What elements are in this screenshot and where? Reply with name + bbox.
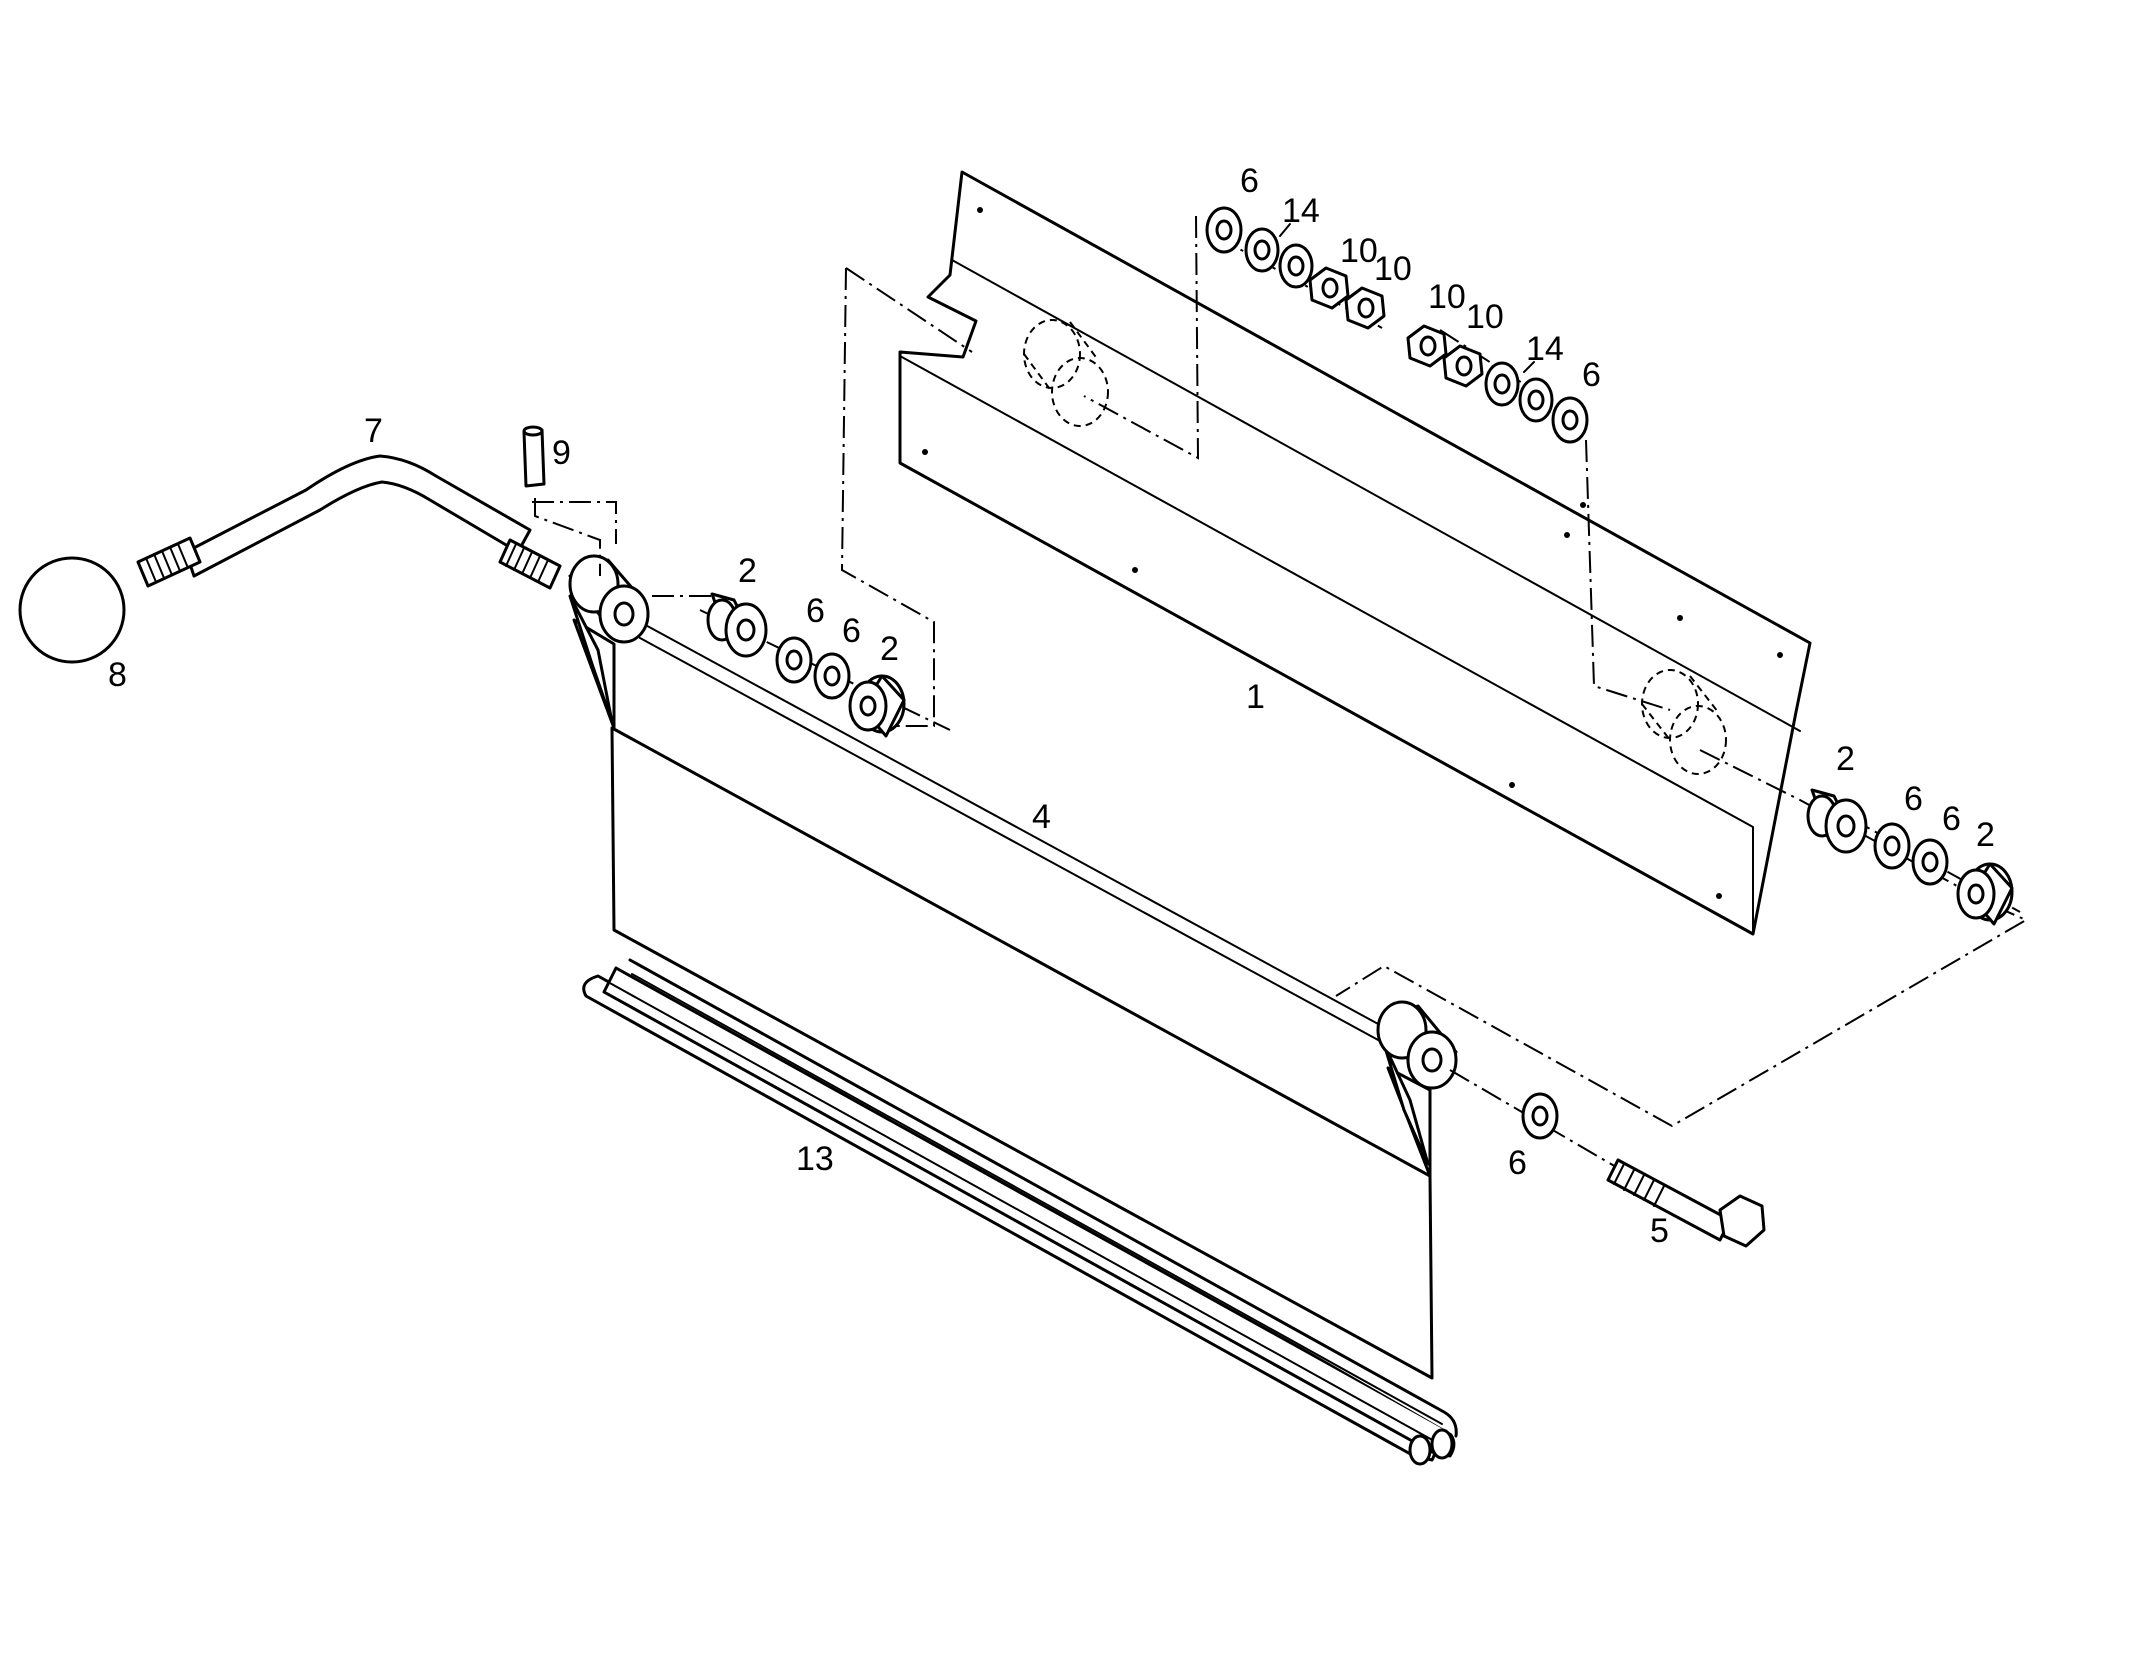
nut-a (1308, 266, 1350, 310)
callout-spacer-upper-left: 2 (738, 552, 757, 590)
callout-lever-rod: 7 (364, 412, 383, 450)
callout-plate: 1 (1246, 678, 1265, 716)
profile-strip (582, 958, 1458, 1466)
callout-washer-b: 6 (842, 612, 861, 650)
callout-washer-f: 6 (1942, 800, 1961, 838)
washer-e (1873, 822, 1911, 870)
callout-washer-c: 6 (1240, 162, 1259, 200)
nut-d (1442, 344, 1484, 388)
washer-c (1205, 206, 1243, 254)
callout-spring-washer-a: 14 (1282, 192, 1320, 230)
callout-profile-strip: 13 (796, 1140, 834, 1178)
callout-spring-washer-b: 14 (1526, 330, 1564, 368)
callout-nut-b: 10 (1374, 250, 1412, 288)
hidden-bushing-right (1641, 669, 1727, 775)
washer-d (1551, 396, 1589, 444)
callout-hinge-flap: 4 (1032, 798, 1051, 836)
mounting-plate (898, 170, 1812, 936)
washer-f (1911, 838, 1949, 886)
spacer-right-near (1806, 788, 1868, 854)
callout-nut-c: 10 (1428, 278, 1466, 316)
callout-labels: 1 2 2 2 2 4 5 6 6 6 6 6 6 6 7 8 9 10 10 … (108, 162, 1995, 1250)
callout-washer-e: 6 (1904, 780, 1923, 818)
hidden-bushing-left (1023, 319, 1109, 427)
lever-rod (136, 454, 562, 590)
callout-washer-g: 6 (1508, 1144, 1527, 1182)
washer-a (775, 636, 813, 684)
knob (18, 556, 126, 664)
thread-left (136, 536, 202, 588)
callout-bolt: 5 (1650, 1212, 1669, 1250)
washer-b (813, 652, 851, 700)
hinge-lug-left (568, 554, 650, 644)
bolt (1606, 1158, 1766, 1248)
spacer-upper-left-far (848, 674, 906, 738)
hinge-flap (568, 554, 1458, 1380)
spacer-upper-left (706, 592, 768, 658)
spring-washer-b (1484, 361, 1554, 423)
callout-pin: 9 (552, 434, 571, 472)
callout-nut-d: 10 (1466, 298, 1504, 336)
callout-spacer-right-far: 2 (1976, 816, 1995, 854)
washer-g (1521, 1092, 1559, 1140)
hinge-lug-right (1376, 1000, 1458, 1090)
thread-right (498, 538, 562, 590)
spacer-right-far (1956, 862, 2014, 926)
callout-knob: 8 (108, 656, 127, 694)
nut-c (1406, 324, 1448, 368)
callout-washer-d: 6 (1582, 356, 1601, 394)
pin (522, 425, 601, 576)
callout-washer-a: 6 (806, 592, 825, 630)
callout-spacer-right-near: 2 (1836, 740, 1855, 778)
callout-spacer-upper-left-far: 2 (880, 630, 899, 668)
nut-b (1344, 286, 1386, 330)
spring-washer-a (1244, 227, 1314, 289)
callout-nut-a: 10 (1340, 232, 1378, 270)
